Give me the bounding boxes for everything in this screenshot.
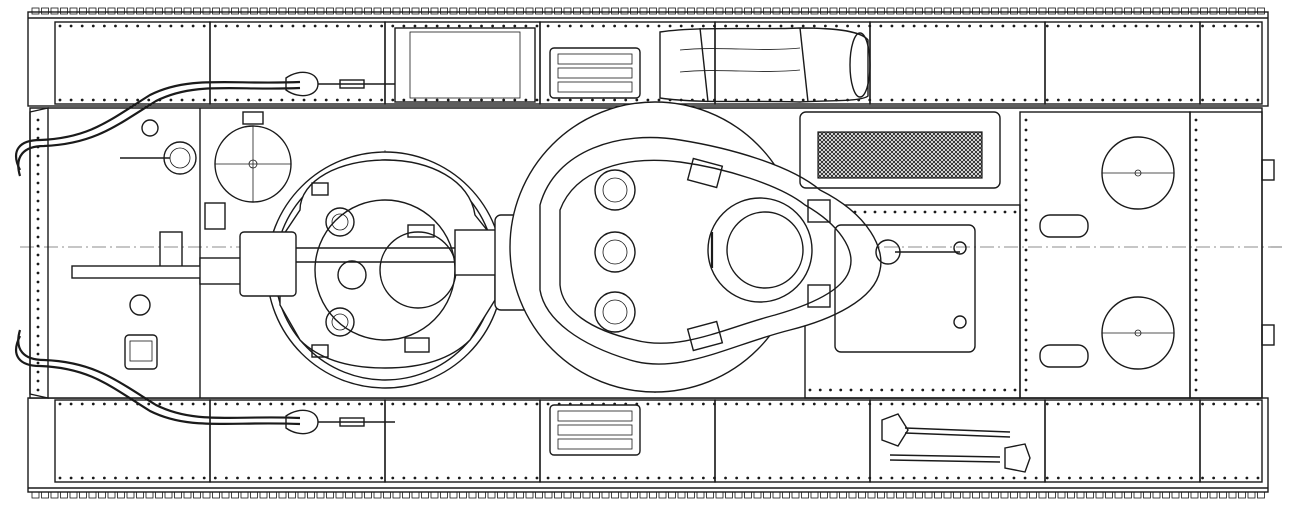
engine-grille: [817, 131, 983, 179]
tow-cables: [15, 71, 395, 435]
main-turret: [509, 101, 960, 393]
front-hull-details: [120, 111, 292, 370]
small-turret: [266, 151, 504, 389]
shovels: [881, 413, 1031, 473]
right-track: [27, 397, 1269, 499]
track-links-top: [28, 7, 1268, 19]
spare-track-links: [549, 47, 641, 99]
track-links-bottom: [28, 487, 1268, 499]
fender-panels-bottom: [54, 399, 1263, 483]
fender-stowage-top: [394, 27, 871, 103]
fender-stowage-bottom: [549, 404, 1031, 473]
tarpaulin-roll: [659, 27, 871, 103]
spare-track-links: [549, 404, 641, 456]
left-track: [27, 7, 1269, 107]
engine-deck: [799, 111, 1175, 370]
